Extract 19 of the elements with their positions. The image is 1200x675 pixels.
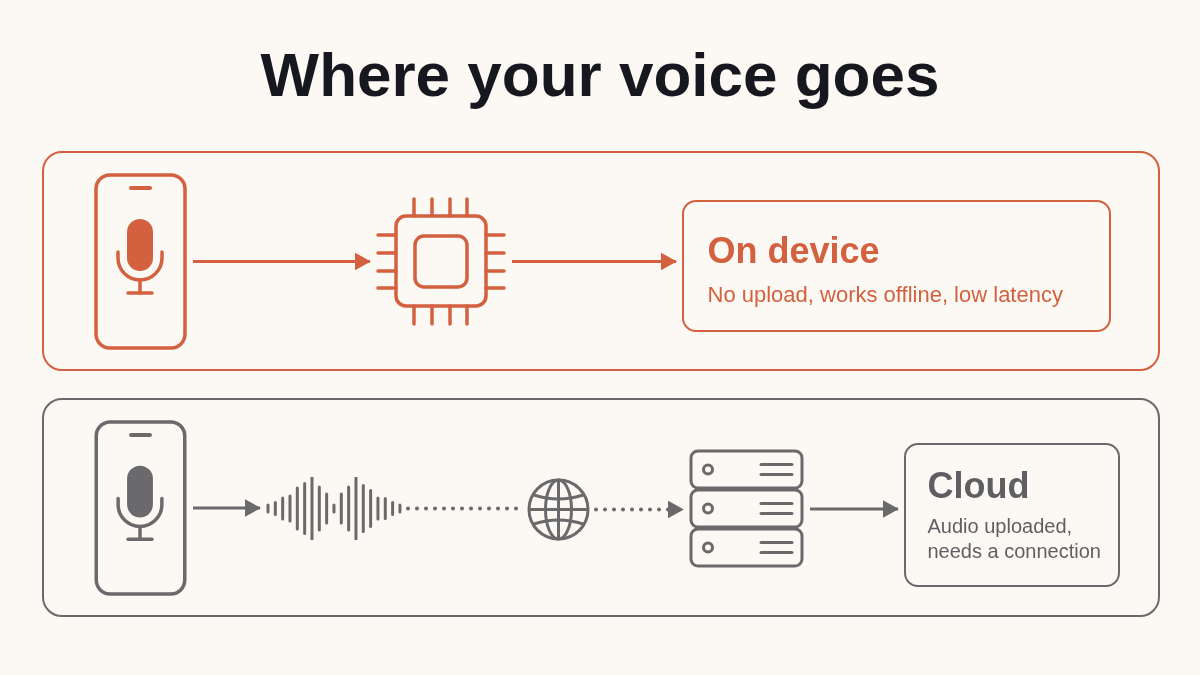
microchip-icon — [375, 196, 506, 326]
card-description: No upload, works offline, low latency — [707, 281, 1064, 309]
phone-microphone-icon — [93, 419, 187, 596]
arrow — [193, 252, 371, 271]
globe-icon — [526, 477, 590, 541]
info-card — [681, 199, 1111, 332]
phone-microphone-icon — [93, 172, 187, 350]
dotted-arrow — [594, 500, 685, 519]
card-title: On device — [707, 230, 881, 272]
card-title: Cloud — [927, 464, 1031, 507]
arrow — [193, 499, 261, 517]
outlined-panel — [42, 151, 1160, 371]
arrow — [512, 252, 677, 271]
card-description: Audio uploaded, needs a connection — [927, 514, 1102, 565]
info-card — [903, 442, 1120, 587]
arrow — [810, 500, 899, 518]
outlined-panel — [42, 398, 1160, 617]
server-stack-icon — [688, 448, 804, 569]
sound-wave-icon — [265, 476, 402, 540]
